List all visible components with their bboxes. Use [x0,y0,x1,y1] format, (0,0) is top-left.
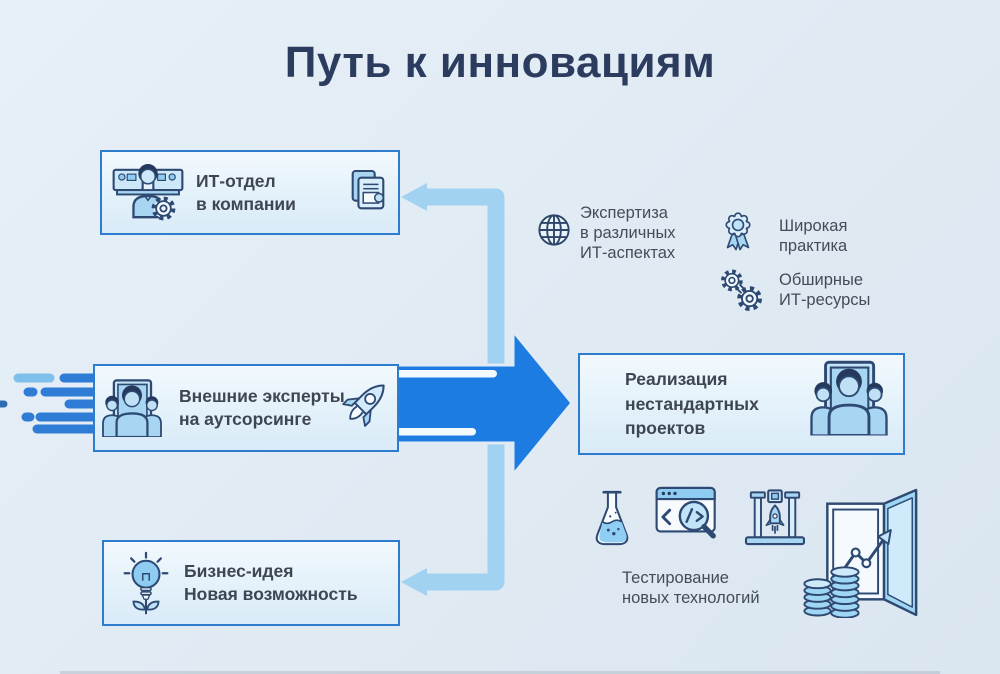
open-window-growth-icon [803,488,918,618]
workstation-icon [112,163,184,223]
box-idea-line2: Новая возможность [184,584,358,604]
box-it-department: ИТ-отдел в компании [100,150,400,235]
box-idea-line1: Бизнес-идея [184,561,294,582]
globe-icon [538,214,570,246]
benefit-resources-line2: ИТ-ресурсы [779,291,871,309]
team-frame-icon [810,360,888,436]
lightbulb-sprout-icon [123,551,169,614]
box-it-line1: ИТ-отдел [196,170,276,191]
benefit-expertise-line3: ИТ-аспектах [580,244,676,262]
box-it-label: ИТ-отдел в компании [196,170,296,216]
box-nonstandard-projects: Реализация нестандартных проектов [578,353,905,455]
gears-icon [718,268,764,312]
award-medal-icon [725,212,751,251]
box-experts-line2: на аутсорсинге [179,409,312,429]
box-result-label: Реализация нестандартных проектов [625,367,759,441]
benefit-resources-text: Обширные ИТ-ресурсы [779,270,870,310]
box-result-line2: нестандартных [625,393,759,414]
testing-caption: Тестирование новых технологий [622,568,760,608]
box-result-line1: Реализация [625,369,728,390]
benefit-expertise-line1: Экспертиза [580,204,668,222]
bottom-edge-shadow [60,671,940,674]
speed-lines [0,373,101,434]
box-it-line2: в компании [196,193,296,214]
box-experts-label: Внешние эксперты на аутсорсинге [179,385,345,431]
documents-icon [351,169,385,209]
testing-caption-line2: новых технологий [622,589,760,607]
benefit-practice-text: Широкая практика [779,216,847,256]
benefit-practice-line2: практика [779,237,848,255]
box-idea-label: Бизнес-идея Новая возможность [184,560,358,606]
box-external-experts: Внешние эксперты на аутсорсинге [93,364,399,452]
page-title: Путь к инновациям [284,38,716,87]
box-result-line3: проектов [625,418,706,439]
flask-icon [595,490,629,546]
branch-arrowhead-top [401,183,427,211]
benefit-practice-line1: Широкая [779,217,848,235]
printer-3d-icon [744,489,806,546]
box-experts-line1: Внешние эксперты [179,386,345,407]
box-business-idea: Бизнес-идея Новая возможность [102,540,400,626]
main-arrow [395,326,574,480]
browser-code-search-icon [655,486,716,539]
branch-arrowhead-bottom [401,568,427,596]
rocket-icon [342,384,385,427]
benefit-expertise-text: Экспертиза в различных ИТ-аспектах [580,203,676,263]
team-frame-icon [101,379,163,437]
benefit-resources-line1: Обширные [779,271,864,289]
benefit-expertise-line2: в различных [580,224,676,242]
testing-caption-line1: Тестирование [622,569,729,587]
